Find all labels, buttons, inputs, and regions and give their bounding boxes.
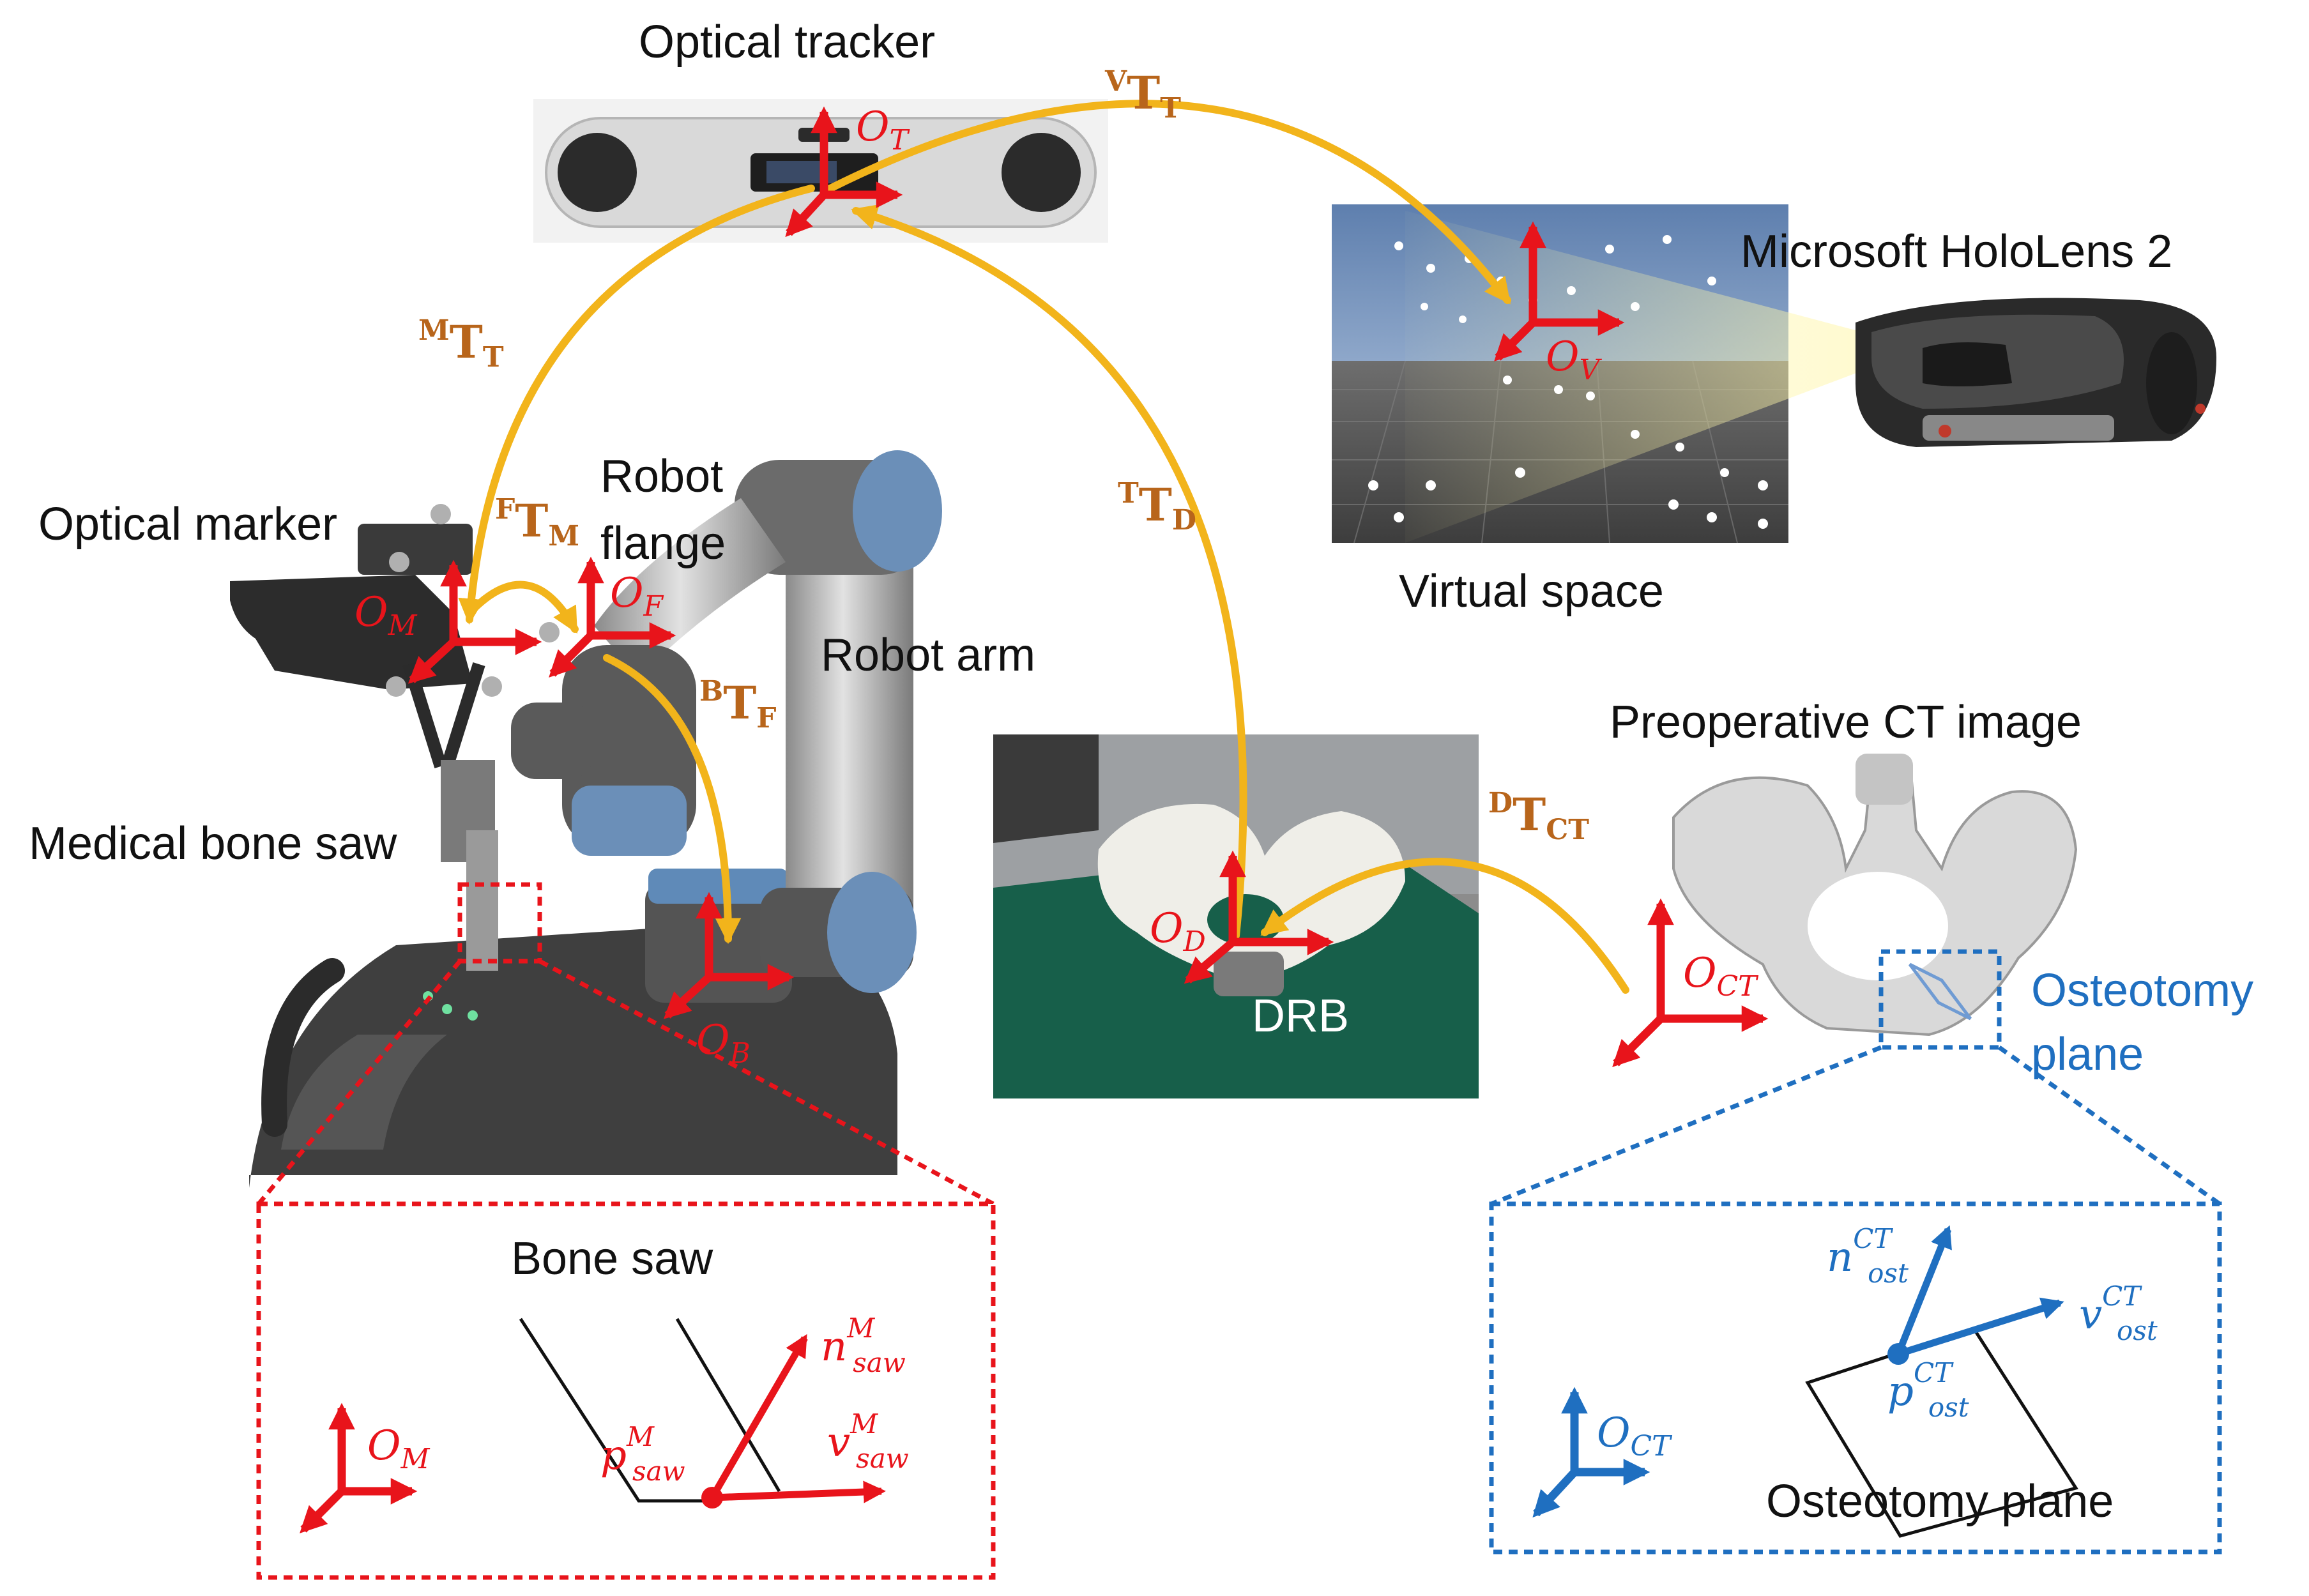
robot-arm-photo [249, 450, 942, 1188]
bone-saw-frame-label: OM [367, 1422, 430, 1475]
transform-arrows [458, 100, 1629, 994]
optical-marker-label: Optical marker [38, 499, 337, 550]
frame-drb-label: OD [1150, 905, 1206, 958]
transform-bf-label: BTF [699, 675, 777, 734]
transform-dct-label: DTCT [1488, 787, 1589, 846]
frame-marker-label: OM [354, 589, 417, 642]
hololens-label: Microsoft HoloLens 2 [1741, 226, 2172, 277]
osteotomy-label-line2: plane [2031, 1029, 2144, 1080]
frame-base [663, 892, 795, 1019]
ct-pelvis-image [1672, 754, 2078, 1037]
medical-bone-saw-label: Medical bone saw [29, 818, 397, 869]
osteotomy-label-line1: Osteotomy [2031, 965, 2253, 1016]
transform-mt-label: MTT [418, 314, 504, 374]
optical-tracker-label: Optical tracker [639, 17, 935, 68]
robot-arm-label: Robot arm [821, 630, 1035, 681]
robot-flange-label-line2: flange [600, 518, 726, 569]
optical-marker-photo [230, 504, 560, 971]
transform-fm-label: FTM [495, 493, 579, 552]
frame-flange-label: OF [610, 570, 664, 623]
frame-base-label: OB [696, 1017, 751, 1070]
hololens-photo [1856, 298, 2216, 447]
frame-virtual-label: OV [1546, 333, 1602, 386]
frame-tracker [785, 106, 903, 238]
drb-label: DRB [1252, 991, 1349, 1042]
frame-marker [408, 559, 542, 684]
preop-ct-label: Preoperative CT image [1610, 697, 2082, 748]
robot-flange-label-line1: Robot [600, 451, 723, 502]
frame-flange [549, 556, 676, 678]
virtual-space-label: Virtual space [1399, 566, 1664, 617]
frame-drb [1184, 850, 1334, 984]
frame-tracker-label: OT [856, 103, 910, 156]
bone-saw-inset [256, 882, 996, 1580]
osteotomy-inset [1489, 949, 2222, 1554]
osteotomy-inset-title: Osteotomy plane [1766, 1476, 2114, 1527]
ct-frame-label: OCT [1597, 1410, 1673, 1463]
frame-ct [1612, 898, 1769, 1067]
transform-td-label: TTD [1118, 477, 1196, 536]
bone-saw-inset-title: Bone saw [511, 1233, 713, 1284]
transform-vt-label: VTT [1104, 65, 1181, 125]
frame-ct-label: OCT [1683, 950, 1759, 1003]
frame-virtual [1494, 221, 1625, 361]
